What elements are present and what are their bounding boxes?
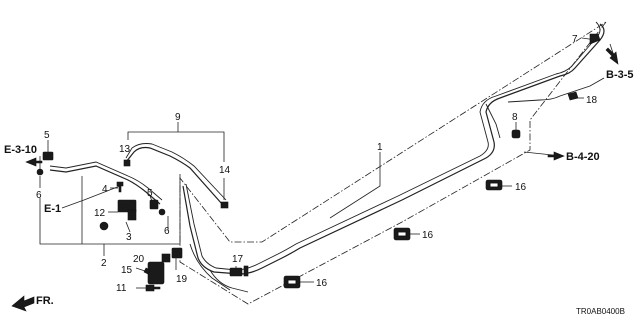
nut-part-12 <box>99 221 109 231</box>
diagram-code: TR0AB0400B <box>576 307 625 316</box>
callout-12: 12 <box>94 208 106 219</box>
clip-part-8 <box>511 129 521 139</box>
callout-16-top: 16 <box>515 182 527 193</box>
clip-part-7 <box>589 33 601 45</box>
callout-20: 20 <box>133 254 145 265</box>
callout-7: 7 <box>572 34 578 45</box>
callout-3: 3 <box>126 232 132 243</box>
clip-part-16-middle <box>393 227 411 241</box>
clip-part-5-left <box>42 151 54 161</box>
callout-8: 8 <box>512 112 518 123</box>
front-direction-label: FR. <box>36 295 54 307</box>
clip-part-17 <box>229 265 249 277</box>
callout-15: 15 <box>121 265 133 276</box>
callout-6-left: 6 <box>36 190 42 201</box>
callout-5-right: 5 <box>147 188 153 199</box>
bracket-part-3 <box>117 199 137 221</box>
ref-b-4-20[interactable]: B-4-20 <box>566 151 600 163</box>
callout-9: 9 <box>175 112 181 123</box>
clip-part-14 <box>220 201 229 209</box>
bolt-part-4 <box>116 181 124 193</box>
ref-b-3-5[interactable]: B-3-5 <box>606 69 634 81</box>
b-3-5-arrow <box>605 47 619 65</box>
callout-5-left: 5 <box>44 130 50 141</box>
fr-arrow-icon <box>11 295 35 312</box>
pipe-part-9 <box>125 143 227 205</box>
bolt-part-15 <box>143 267 151 275</box>
callout-18: 18 <box>586 95 598 106</box>
callout-4: 4 <box>102 184 108 195</box>
clip-part-13 <box>123 159 131 167</box>
callout-11: 11 <box>116 283 127 294</box>
clip-part-18 <box>567 91 579 101</box>
sensor-part-20 <box>147 253 171 285</box>
callout-13: 13 <box>119 144 131 155</box>
b-4-20-arrow <box>547 151 565 161</box>
pipe-assembly-boundary <box>179 21 607 305</box>
bolt-part-11 <box>145 284 161 292</box>
callout-16-middle: 16 <box>422 230 434 241</box>
grommet-part-6-left <box>36 168 44 176</box>
callout-17: 17 <box>232 254 244 265</box>
ref-e-1[interactable]: E-1 <box>44 203 61 215</box>
callout-16-bottom: 16 <box>316 278 328 289</box>
main-pipe-bundle <box>182 21 605 293</box>
callout-19: 19 <box>176 274 188 285</box>
callout-14: 14 <box>219 165 231 176</box>
e-3-10-arrow <box>25 157 43 167</box>
callout-2: 2 <box>101 258 107 269</box>
clip-part-16-top <box>485 179 503 191</box>
callout-1: 1 <box>377 142 383 153</box>
callout-6-right: 6 <box>164 226 170 237</box>
grommet-part-6-right <box>158 208 166 216</box>
ref-e-3-10[interactable]: E-3-10 <box>4 144 37 156</box>
clip-part-5-right <box>149 199 159 210</box>
left-pipe <box>49 161 163 205</box>
clip-part-19 <box>171 247 183 259</box>
clip-part-16-bottom <box>283 275 301 289</box>
